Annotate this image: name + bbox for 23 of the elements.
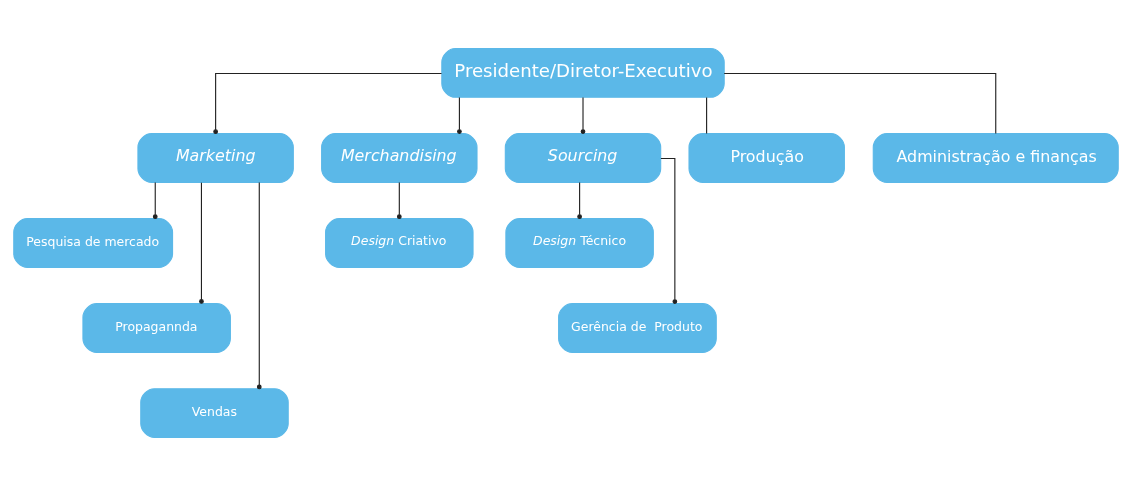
connector: [199, 181, 204, 304]
node-box: Design Criativo: [325, 217, 474, 268]
node-box: Administração e finanças: [872, 132, 1119, 183]
node-box: Pesquisa de mercado: [13, 217, 174, 268]
node-box: Design Técnico: [505, 217, 654, 268]
connector: [152, 181, 158, 219]
node-box: Marketing: [137, 132, 294, 183]
connector: [457, 96, 462, 134]
node-box: Presidente/Diretor-Executivo: [441, 47, 725, 98]
connector: [213, 72, 443, 134]
node-box: Produção: [688, 132, 845, 183]
node-box: Vendas: [140, 387, 289, 438]
connector: [723, 72, 997, 134]
node-box: Sourcing: [504, 132, 662, 183]
connector: [396, 181, 402, 219]
connector: [706, 96, 708, 134]
connector: [256, 181, 262, 389]
node-box: Propagannda: [82, 302, 231, 353]
connector: [580, 96, 586, 134]
node-box: Merchandising: [321, 132, 478, 183]
node-box: Gerência de Produto: [558, 302, 717, 353]
connector: [660, 157, 678, 304]
connector: [577, 181, 582, 219]
